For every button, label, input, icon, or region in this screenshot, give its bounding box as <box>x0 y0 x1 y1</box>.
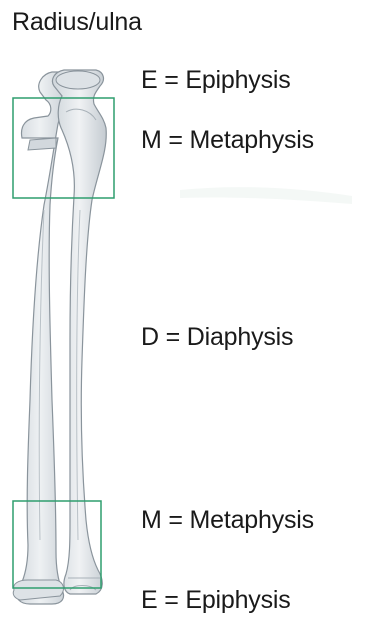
label-epiphysis-top: E = Epiphysis <box>141 66 291 95</box>
ulna-bone <box>17 72 69 604</box>
faint-smudge <box>180 187 352 204</box>
label-metaphysis-bottom: M = Metaphysis <box>141 506 314 535</box>
radius-bone <box>52 70 106 594</box>
label-metaphysis-top: M = Metaphysis <box>141 126 314 155</box>
label-diaphysis: D = Diaphysis <box>141 323 293 352</box>
label-epiphysis-bottom: E = Epiphysis <box>141 586 291 615</box>
